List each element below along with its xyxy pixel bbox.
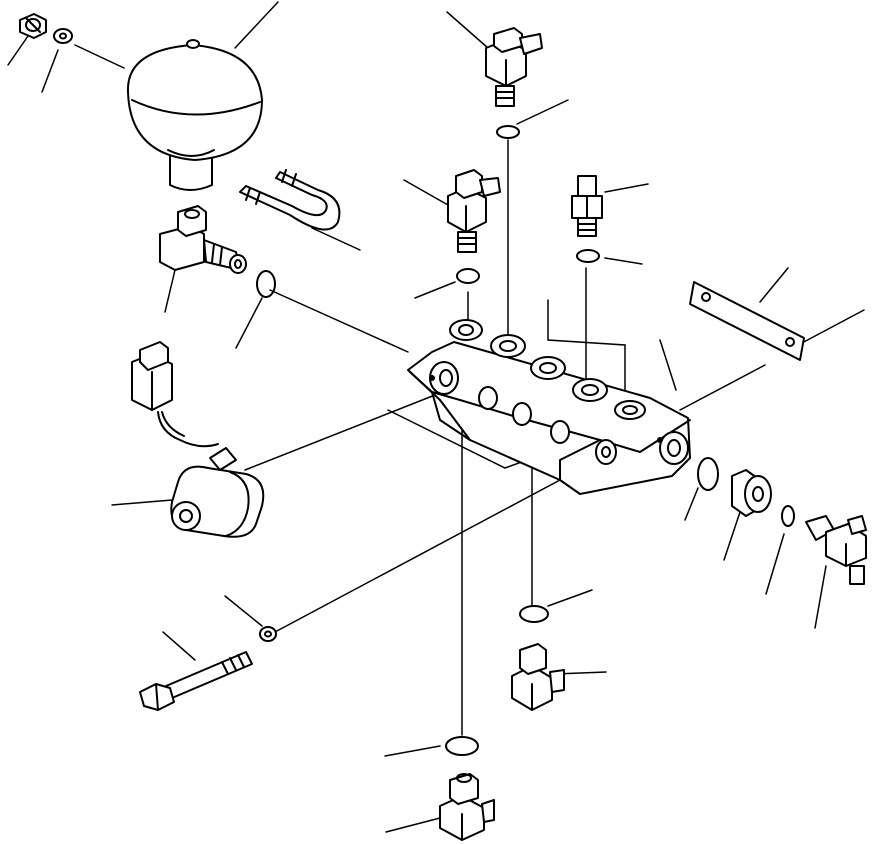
- leader-top-oring: [516, 99, 569, 125]
- leader-solenoid-to-block: [244, 394, 436, 471]
- gasket-plate: [689, 281, 805, 361]
- leader-bolt: [162, 631, 196, 661]
- leader-accumulator-top: [234, 1, 279, 49]
- leader-plug: [604, 183, 649, 193]
- lower-fitting: [511, 643, 565, 711]
- leader-gasket-top: [759, 267, 789, 303]
- mounting-bolt: [139, 651, 253, 711]
- side-oring: [697, 457, 719, 491]
- leader-lower-oring: [547, 589, 593, 607]
- mid-sensor-oring: [456, 268, 480, 284]
- plug-fitting: [571, 175, 603, 237]
- leader-side-sensor: [814, 565, 827, 629]
- leader-accumulator-left: [74, 44, 125, 69]
- leader-block-port: [679, 364, 766, 411]
- leader-solenoid: [111, 499, 173, 506]
- leader-small-washer: [224, 595, 263, 627]
- fitting-oring: [256, 270, 276, 298]
- accumulator-nut: [19, 13, 47, 39]
- top-sensor: [485, 27, 543, 107]
- lower-oring: [519, 605, 549, 623]
- leader-bottom-oring: [384, 745, 441, 757]
- leader-block-right: [659, 339, 677, 391]
- side-adapter: [731, 469, 772, 517]
- gasket-alignment: [547, 299, 626, 391]
- side-sensor: [805, 515, 867, 585]
- leader-lines: [7, 1, 865, 833]
- leader-gasket-right: [799, 309, 865, 345]
- leader-oring-side2: [765, 533, 785, 595]
- side-oring-2: [781, 505, 795, 527]
- leader-top-sensor: [446, 11, 489, 49]
- plug-oring: [576, 249, 600, 263]
- accumulator-washer: [53, 28, 73, 44]
- bottom-fitting: [439, 773, 495, 841]
- solenoid-valve: [131, 341, 265, 538]
- top-sensor-oring: [496, 125, 520, 139]
- leader-oring-right: [604, 257, 643, 265]
- leader-washer: [41, 49, 59, 93]
- leader-fitting-to-block: [269, 289, 409, 353]
- small-washer: [259, 626, 277, 642]
- leader-bottom-fitting: [385, 817, 441, 833]
- leader-mid-sensor: [403, 179, 449, 206]
- leader-oring-left: [414, 281, 456, 299]
- accumulator: [126, 39, 263, 191]
- leader-nut: [7, 35, 29, 66]
- leader-adapter: [723, 511, 741, 561]
- mid-sensor: [447, 169, 501, 253]
- bottom-oring: [445, 736, 479, 756]
- u-bracket: [239, 169, 341, 231]
- leader-bracket: [311, 227, 361, 251]
- leader-fitting: [164, 269, 176, 313]
- leader-fitting-oring: [235, 297, 263, 349]
- right-angle-fitting: [159, 205, 247, 274]
- valve-block: [407, 319, 691, 495]
- leader-washer-to-block: [274, 479, 561, 633]
- leader-oring-side: [684, 487, 699, 521]
